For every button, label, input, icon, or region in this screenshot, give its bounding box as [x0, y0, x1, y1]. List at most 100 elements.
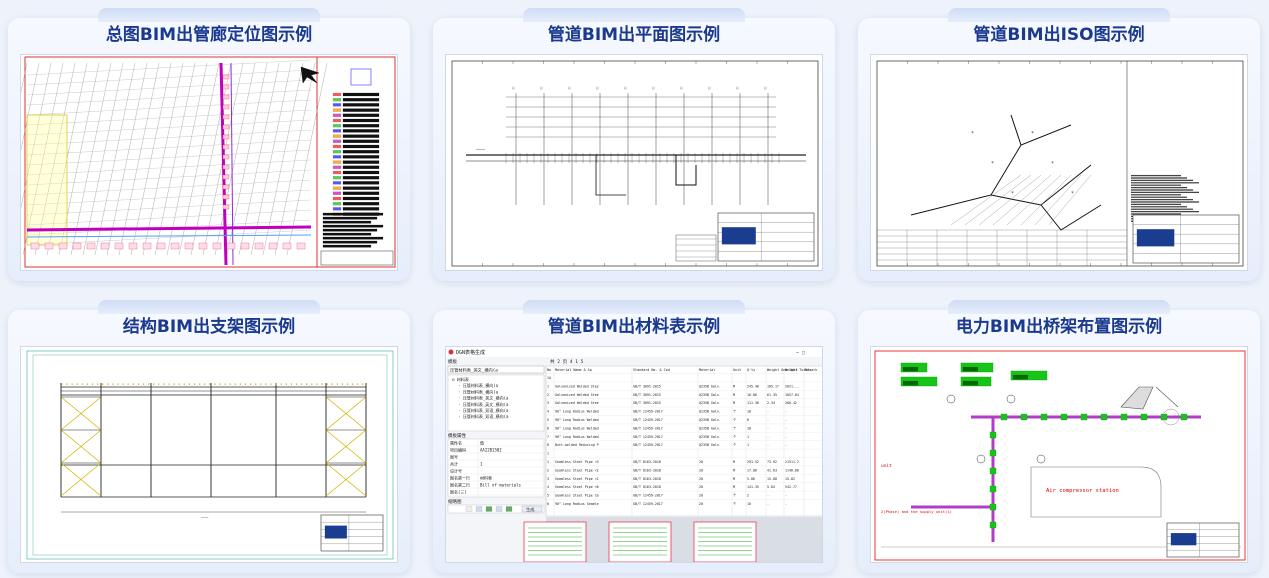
table-cell: 5 [547, 418, 549, 422]
drawing-line [26, 169, 312, 186]
drawing-line [26, 225, 312, 232]
piping-iso-drawing-thumbnail[interactable]: ****** [870, 54, 1248, 271]
table-cell: 73.92 [767, 460, 777, 464]
drawing-box [1130, 191, 1200, 194]
drawing-box [222, 134, 230, 140]
table-cell: GB/T 12459-2017 [633, 494, 663, 498]
drawing-box [1130, 189, 1194, 191]
table-cell: 个 [733, 425, 737, 430]
bolt-marker: ▪ [347, 382, 349, 386]
piping-plan-drawing-thumbnail[interactable]: ○○○○○○○○○○——— [445, 54, 823, 271]
drawing-line [26, 129, 312, 146]
drawing-box [342, 202, 380, 206]
table-cell: - [785, 426, 787, 430]
drawing-line [21, 62, 52, 208]
drawing-box [1130, 210, 1200, 213]
iso-marker: * [1011, 191, 1014, 197]
equipment-shape [1120, 386, 1179, 410]
drawing-box [332, 202, 342, 206]
bolt-marker: ▪ [240, 382, 242, 386]
menu-template: 模板 [448, 358, 457, 365]
material-table-screenshot-thumbnail[interactable]: DGN表格生成— □模板压管材料表_英文_横向(a⊟ 材料表· 压管材料表_横向… [445, 346, 823, 563]
callout-bubble [1036, 454, 1046, 464]
bolt-marker: ▪ [326, 382, 328, 386]
pipe-route [595, 155, 626, 196]
drawing-box [332, 103, 342, 107]
table-cell: Butt-welded Reducing P [555, 443, 599, 447]
bolt-marker: ▪ [143, 382, 145, 386]
drawing-box [342, 144, 380, 149]
drawing-box [332, 160, 342, 164]
drawing-box [1100, 413, 1108, 421]
bolt-marker: ▪ [336, 382, 338, 386]
bolt-marker: ▪ [291, 382, 293, 386]
grid-bubble: ○ [596, 85, 599, 90]
drawing-line [26, 234, 312, 238]
drawing-box [342, 170, 380, 175]
table-cell: 15.88 [767, 477, 777, 481]
drawing-box [342, 207, 380, 211]
structure-support-drawing-thumbnail[interactable]: ▪▪▪▪▪▪▪▪▪▪▪▪▪▪▪▪▪▪▪▪▪▪▪▪▪▪▪▪▪▪▪▪▪▪▪▪▪▪▪▪… [20, 346, 398, 563]
example-card-cable-tray[interactable]: 电力BIM出桥架布置图示例 ▆▆▆▆▆▆▆▆▆▆▆▆▆▆▆▆▆▆▆▆▆▆▆▆▆A… [858, 300, 1260, 573]
drawing-line [26, 69, 312, 86]
drawing-box [1000, 413, 1008, 421]
table-cell: 90° Long Radius Welded [555, 426, 599, 430]
drawing-box [100, 242, 110, 250]
table-cell: GB/T 12459-2017 [633, 443, 663, 447]
bolt-marker: ▪ [173, 382, 175, 386]
table-cell: - [767, 426, 769, 430]
table-cell: Seamless Steel Pipe <3 [555, 460, 599, 464]
drawing-line [26, 89, 312, 106]
drawing-box [1130, 179, 1194, 182]
drawing-box [1136, 229, 1175, 247]
pipe-route [675, 155, 697, 186]
drawing-box [332, 118, 342, 123]
drawing-line [950, 174, 1022, 226]
drawing-box [447, 365, 545, 374]
example-card-piping-plan[interactable]: 管道BIM出平面图示例 ○○○○○○○○○○——— [433, 8, 835, 281]
example-card-structure-support[interactable]: 结构BIM出支架图示例 ▪▪▪▪▪▪▪▪▪▪▪▪▪▪▪▪▪▪▪▪▪▪▪▪▪▪▪▪… [8, 300, 410, 573]
example-card-piping-iso[interactable]: 管道BIM出ISO图示例 ****** [858, 8, 1260, 281]
table-cell: 2621... [785, 384, 799, 388]
table-cell: 16.86 [747, 393, 757, 397]
site-plan-drawing-thumbnail[interactable] [20, 54, 398, 271]
drawing-box [1060, 413, 1068, 421]
table-cell: Q235B Galv. [699, 443, 721, 447]
cable-tray-drawing-thumbnail[interactable]: ▆▆▆▆▆▆▆▆▆▆▆▆▆▆▆▆▆▆▆▆▆▆▆▆▆Air compressor … [870, 346, 1248, 563]
example-card-site-plan[interactable]: 总图BIM出管廊定位图示例 [8, 8, 410, 281]
tray-legend-block: ▆▆▆▆▆ [902, 380, 919, 386]
table-cell: 90° Long Radius Welded [555, 410, 599, 414]
example-card-material-table[interactable]: 管道BIM出材料表示例 DGN表格生成— □模板压管材料表_英文_横向(a⊟ 材… [433, 300, 835, 573]
table-cell: GB/T 8163-2018 [633, 460, 661, 464]
bolt-marker: ▪ [71, 382, 73, 386]
table-cell: Galvanized Welded Stee [555, 384, 599, 388]
bolt-marker: ▪ [357, 382, 359, 386]
drawing-box [1130, 203, 1182, 206]
air-compressor-station-label: Air compressor station [1046, 488, 1119, 494]
drawing-line [274, 62, 316, 256]
table-cell: GB/T 8163-2018 [633, 477, 661, 481]
table-cell: Galvanized Welded Stee [555, 401, 599, 405]
bolt-marker: ▪ [178, 382, 180, 386]
unit-label: unit [881, 463, 892, 469]
grid-bubble: ○ [652, 85, 655, 90]
bolt-marker: ▪ [97, 382, 99, 386]
drawing-box [1130, 206, 1188, 208]
drawing-line [26, 229, 312, 246]
drawing-box [332, 124, 342, 128]
bolt-marker: ▪ [204, 382, 206, 386]
drawing-box [332, 108, 342, 112]
bolt-marker: ▪ [229, 382, 231, 386]
table-cell: Seamless Steel Pipe <6 [555, 485, 599, 489]
table-cell: GB/T 12459-2017 [633, 418, 663, 422]
table-cell: GB/T 12459-2017 [633, 426, 663, 430]
drawing-box [332, 207, 342, 211]
drawing-line [325, 429, 367, 464]
table-cell: 20 [699, 477, 703, 481]
table-cell: Q235B Galv. [699, 426, 721, 430]
drawing-line [26, 59, 312, 76]
drawing-line [226, 62, 268, 256]
table-cell: 6 [747, 418, 749, 422]
table-cell: M [733, 393, 735, 397]
table-cell: - [785, 443, 787, 447]
